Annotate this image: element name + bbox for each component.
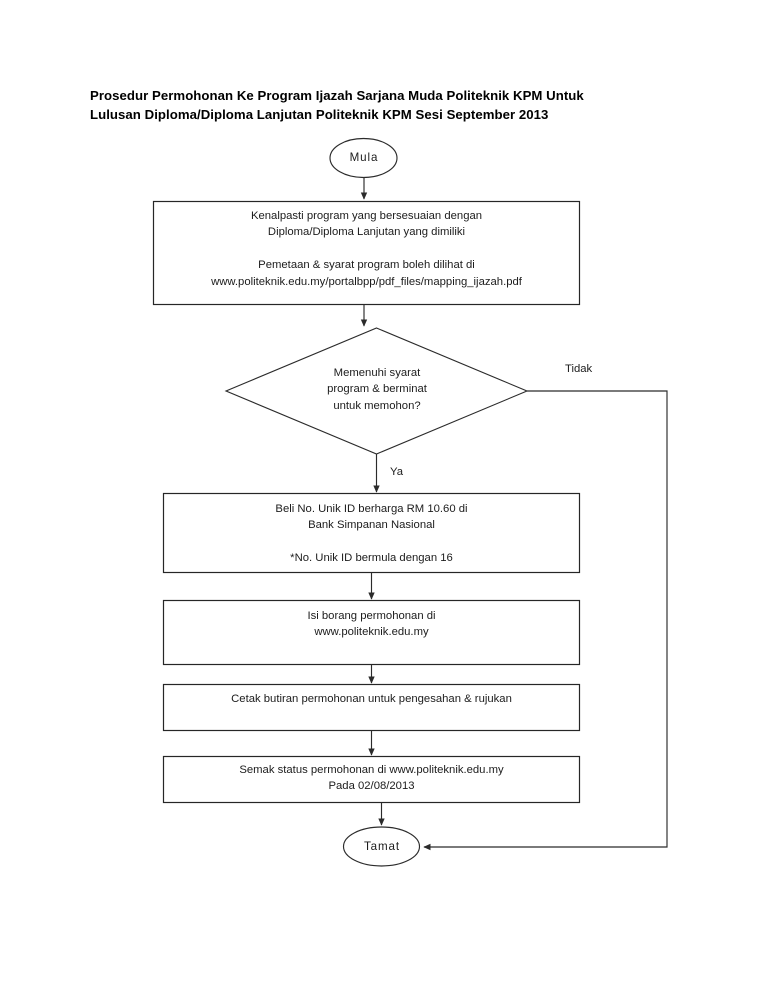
buy-id-line-4: *No. Unik ID bermula dengan 16 xyxy=(290,552,453,565)
page-title-line-1: Prosedur Permohonan Ke Program Ijazah Sa… xyxy=(90,88,584,103)
identify-line-4: Pemetaan & syarat program boleh dilihat … xyxy=(258,259,475,272)
process-node-buy-unique-id xyxy=(162,492,581,574)
decision-line-2: program & berminat xyxy=(327,383,427,396)
end-node-label: Tamat xyxy=(363,840,401,853)
identify-line-5: www.politeknik.edu.my/portalbpp/pdf_file… xyxy=(211,275,522,288)
fill-application-line-1: Isi borang permohonan di xyxy=(307,610,436,622)
process-node-identify-program xyxy=(152,200,581,306)
process-node-identify-program-text: Kenalpasti program yang bersesuaian deng… xyxy=(153,208,580,290)
buy-id-line-spacer xyxy=(163,534,580,550)
decision-line-3: untuk memohon? xyxy=(333,399,421,412)
edge-label-ya: Ya xyxy=(390,466,403,478)
fill-application-line-2: www.politeknik.edu.my xyxy=(314,626,429,639)
decision-node-text: Memenuhi syarat program & berminat untuk… xyxy=(227,365,527,414)
process-node-print-details xyxy=(162,683,581,732)
page-title-line-2: Lulusan Diploma/Diploma Lanjutan Politek… xyxy=(90,107,549,122)
decision-line-1: Memenuhi syarat xyxy=(333,367,421,379)
page-title: Prosedur Permohonan Ke Program Ijazah Sa… xyxy=(90,86,690,124)
identify-line-spacer xyxy=(153,241,580,257)
edge-label-tidak: Tidak xyxy=(565,363,593,375)
buy-id-line-2: Bank Simpanan Nasional xyxy=(308,519,435,532)
process-node-print-details-text: Cetak butiran permohonan untuk pengesaha… xyxy=(163,691,580,707)
process-node-buy-unique-id-text: Beli No. Unik ID berharga RM 10.60 di Ba… xyxy=(163,501,580,567)
process-node-check-status-text: Semak status permohonan di www.politekni… xyxy=(163,762,580,795)
print-details-line-1: Cetak butiran permohonan untuk pengesaha… xyxy=(231,693,512,705)
process-node-fill-application xyxy=(162,599,581,666)
check-status-line-2: Pada 02/08/2013 xyxy=(328,780,415,793)
start-node-label: Mula xyxy=(349,151,379,164)
identify-line-2: Diploma/Diploma Lanjutan yang dimiliki xyxy=(267,226,466,239)
buy-id-line-1: Beli No. Unik ID berharga RM 10.60 di xyxy=(275,503,468,515)
end-node-tamat xyxy=(342,826,421,867)
process-node-check-status xyxy=(162,755,581,804)
check-status-line-1: Semak status permohonan di www.politekni… xyxy=(239,764,504,776)
connector-decision-no-to-end xyxy=(423,390,668,851)
identify-line-1: Kenalpasti program yang bersesuaian deng… xyxy=(250,210,483,222)
process-node-fill-application-text: Isi borang permohonan di www.politeknik.… xyxy=(163,608,580,641)
